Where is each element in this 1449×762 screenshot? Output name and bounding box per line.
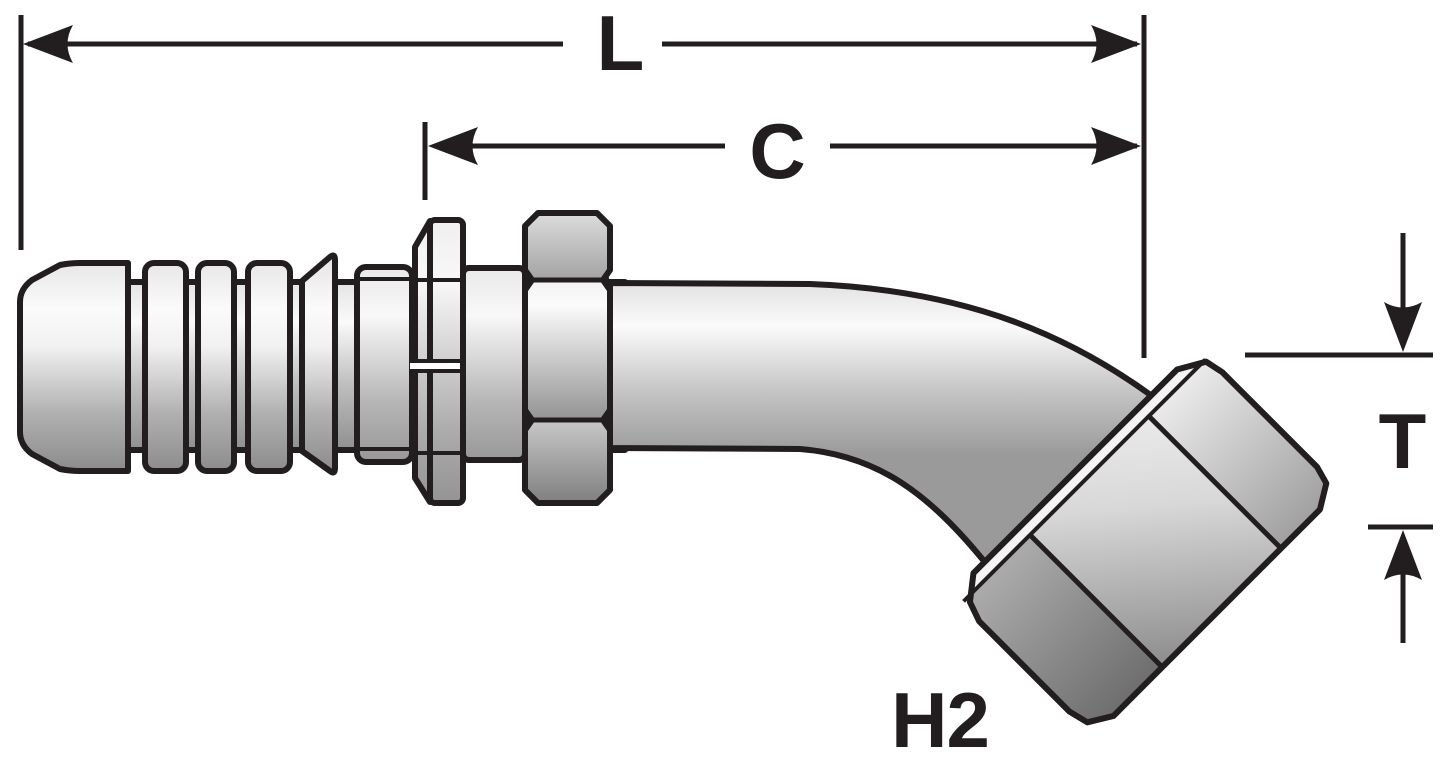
swivel-nut-facet-line bbox=[1027, 532, 1164, 669]
stem-rib bbox=[195, 260, 237, 474]
swivel-nut-rim-line bbox=[962, 358, 1207, 603]
dimension-L: L bbox=[18, 0, 1147, 358]
arrow-right-icon bbox=[1091, 127, 1141, 165]
swivel-nut-outline bbox=[966, 358, 1330, 726]
arrow-down-icon bbox=[1384, 302, 1422, 352]
dimension-T: T bbox=[1245, 233, 1433, 643]
hex-nut bbox=[522, 210, 613, 506]
dimension-C: C bbox=[422, 107, 1141, 200]
dim-label-T: T bbox=[1379, 397, 1426, 485]
part-label-H2: H2 bbox=[891, 676, 989, 762]
arrow-left-icon bbox=[428, 127, 478, 165]
stem-cone bbox=[299, 252, 338, 476]
fitting-body bbox=[17, 210, 1340, 736]
arrow-left-icon bbox=[23, 25, 73, 63]
collar bbox=[354, 264, 415, 465]
stem-nose bbox=[17, 260, 131, 474]
hex-nut-outline bbox=[522, 210, 613, 506]
arrow-right-icon bbox=[1091, 25, 1141, 63]
flange-groove bbox=[410, 361, 467, 371]
swivel-nut-facet-line bbox=[1146, 413, 1283, 550]
dim-label-C: C bbox=[749, 107, 804, 195]
dim-label-L: L bbox=[597, 0, 644, 87]
spacer bbox=[460, 265, 528, 463]
stem-rib bbox=[245, 260, 293, 474]
swivel-nut bbox=[952, 348, 1340, 736]
swivel-nut-rim bbox=[952, 348, 1208, 604]
stem-rib bbox=[142, 260, 189, 474]
